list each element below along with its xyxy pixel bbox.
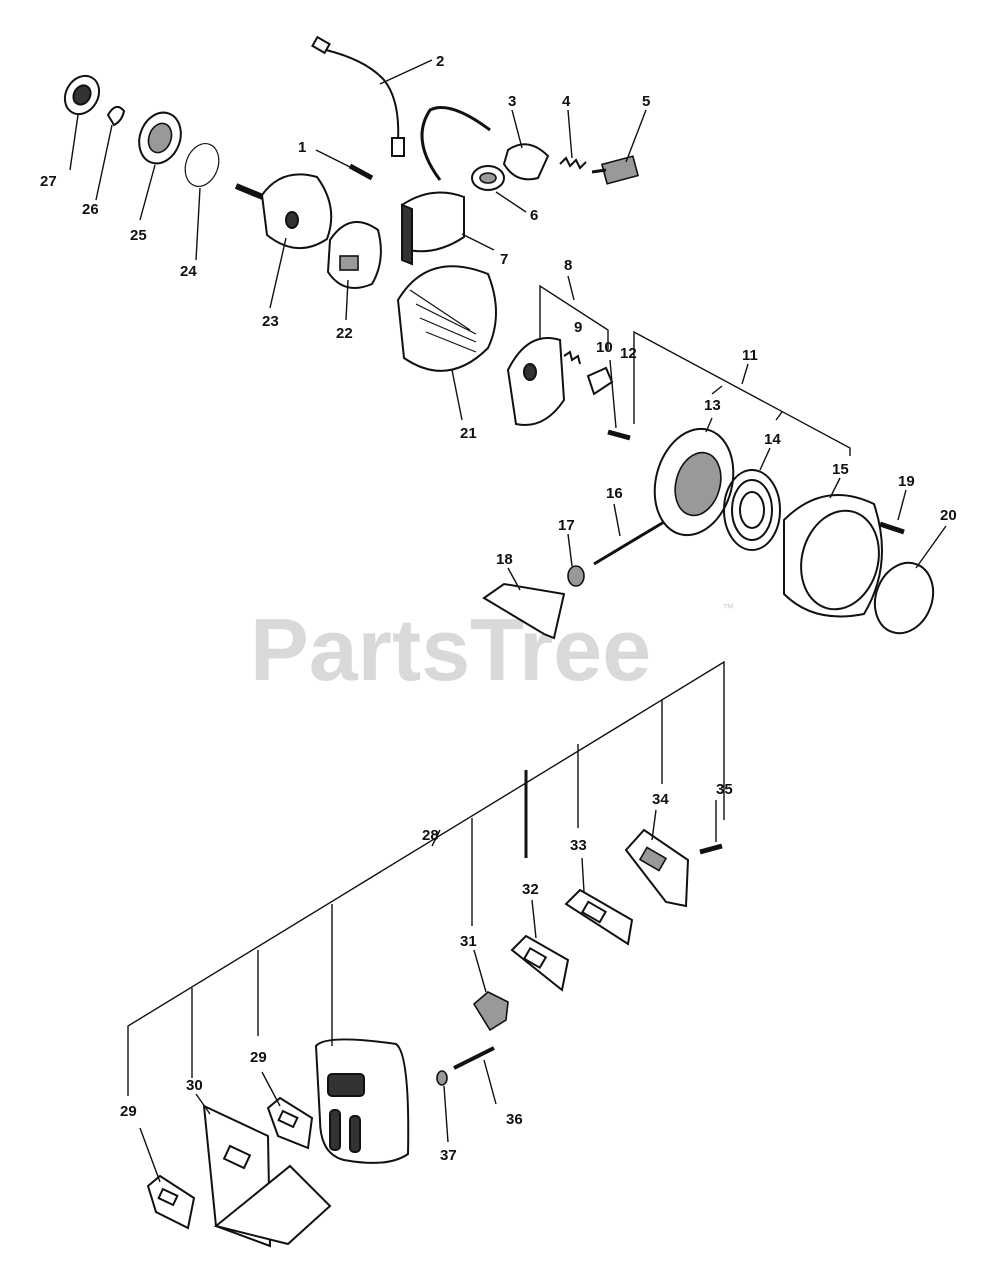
- callout-24: 24: [180, 263, 197, 280]
- callout-19: 19: [898, 473, 915, 490]
- callout-27: 27: [40, 173, 57, 190]
- part-19-bolt[interactable]: [879, 521, 905, 535]
- callout-35: 35: [716, 781, 733, 798]
- callout-10: 10: [596, 339, 613, 356]
- callout-31: 31: [460, 933, 477, 950]
- part-32-gasket[interactable]: [510, 934, 570, 992]
- callout-25: 25: [130, 227, 147, 244]
- part-9-pawl-spring[interactable]: [563, 350, 581, 365]
- callout-30: 30: [186, 1077, 203, 1094]
- part-4-spring[interactable]: [559, 156, 587, 170]
- part-25-bearing[interactable]: [132, 107, 187, 170]
- part-10-pawl[interactable]: [586, 366, 614, 396]
- part-8-pawl-assembly[interactable]: [506, 337, 566, 426]
- part-17-rope-guide[interactable]: [567, 565, 585, 587]
- watermark-text: PartsTree: [250, 600, 651, 699]
- callout-3: 3: [508, 93, 516, 110]
- callout-22: 22: [336, 325, 353, 342]
- callout-18: 18: [496, 551, 513, 568]
- part-2-wire-lead[interactable]: [311, 35, 405, 157]
- callout-5: 5: [642, 93, 650, 110]
- part-14-recoil-spring[interactable]: [723, 469, 781, 551]
- callout-29-upper: 29: [250, 1049, 267, 1066]
- part-7-ignition-coil[interactable]: [400, 106, 491, 266]
- watermark-trademark: ™: [722, 601, 734, 615]
- part-34-plate[interactable]: [624, 828, 690, 908]
- callout-32: 32: [522, 881, 539, 898]
- callout-26: 26: [82, 201, 99, 218]
- callout-20: 20: [940, 507, 957, 524]
- callout-16: 16: [606, 485, 623, 502]
- part-29-gasket-lower[interactable]: [146, 1174, 196, 1230]
- callout-2: 2: [436, 53, 444, 70]
- part-30-heat-shield[interactable]: [202, 1104, 332, 1248]
- part-23-clutch-drum[interactable]: [234, 173, 333, 250]
- callout-11: 11: [742, 347, 758, 364]
- part-20-ring[interactable]: [865, 555, 942, 642]
- part-15-starter-housing[interactable]: [783, 494, 890, 618]
- part-3-plug-cap[interactable]: [502, 143, 550, 181]
- callout-28: 28: [422, 827, 439, 844]
- part-26-clip[interactable]: [106, 105, 126, 127]
- callout-34: 34: [652, 791, 669, 808]
- callout-33: 33: [570, 837, 587, 854]
- callout-21: 21: [460, 425, 477, 442]
- callout-8: 8: [564, 257, 572, 274]
- part-24-snap-ring[interactable]: [179, 139, 224, 191]
- part-16-starter-rope[interactable]: [593, 520, 665, 566]
- part-36-bolt[interactable]: [453, 1046, 495, 1070]
- part-21-flywheel[interactable]: [396, 265, 497, 372]
- callout-37: 37: [440, 1147, 457, 1164]
- part-12-screw[interactable]: [607, 429, 631, 441]
- part-27-oil-seal[interactable]: [58, 70, 106, 121]
- part-13-starter-reel[interactable]: [643, 420, 744, 544]
- callout-17: 17: [558, 517, 575, 534]
- part-5-spark-plug[interactable]: [591, 155, 640, 185]
- part-37-washer[interactable]: [436, 1070, 448, 1086]
- part-1-screw[interactable]: [348, 163, 374, 181]
- callout-7: 7: [500, 251, 508, 268]
- callout-15: 15: [832, 461, 849, 478]
- callout-14: 14: [764, 431, 781, 448]
- callout-9: 9: [574, 319, 582, 336]
- callout-36: 36: [506, 1111, 523, 1128]
- part-28-muffler[interactable]: [314, 1038, 410, 1164]
- callout-23: 23: [262, 313, 279, 330]
- callout-12: 12: [620, 345, 637, 362]
- part-35-bolt[interactable]: [699, 843, 723, 855]
- part-6-grommet[interactable]: [471, 165, 505, 191]
- callout-29-lower: 29: [120, 1103, 137, 1120]
- part-29-gasket-upper[interactable]: [266, 1096, 314, 1150]
- callout-13: 13: [704, 397, 721, 414]
- part-18-starter-handle[interactable]: [482, 582, 566, 640]
- callout-6: 6: [530, 207, 538, 224]
- callout-1: 1: [298, 139, 306, 156]
- part-33-gasket[interactable]: [564, 888, 634, 946]
- part-22-clutch-assembly[interactable]: [326, 221, 382, 289]
- callout-4: 4: [562, 93, 571, 110]
- part-31-cover[interactable]: [472, 991, 509, 1032]
- leader-lines: [69, 59, 947, 1183]
